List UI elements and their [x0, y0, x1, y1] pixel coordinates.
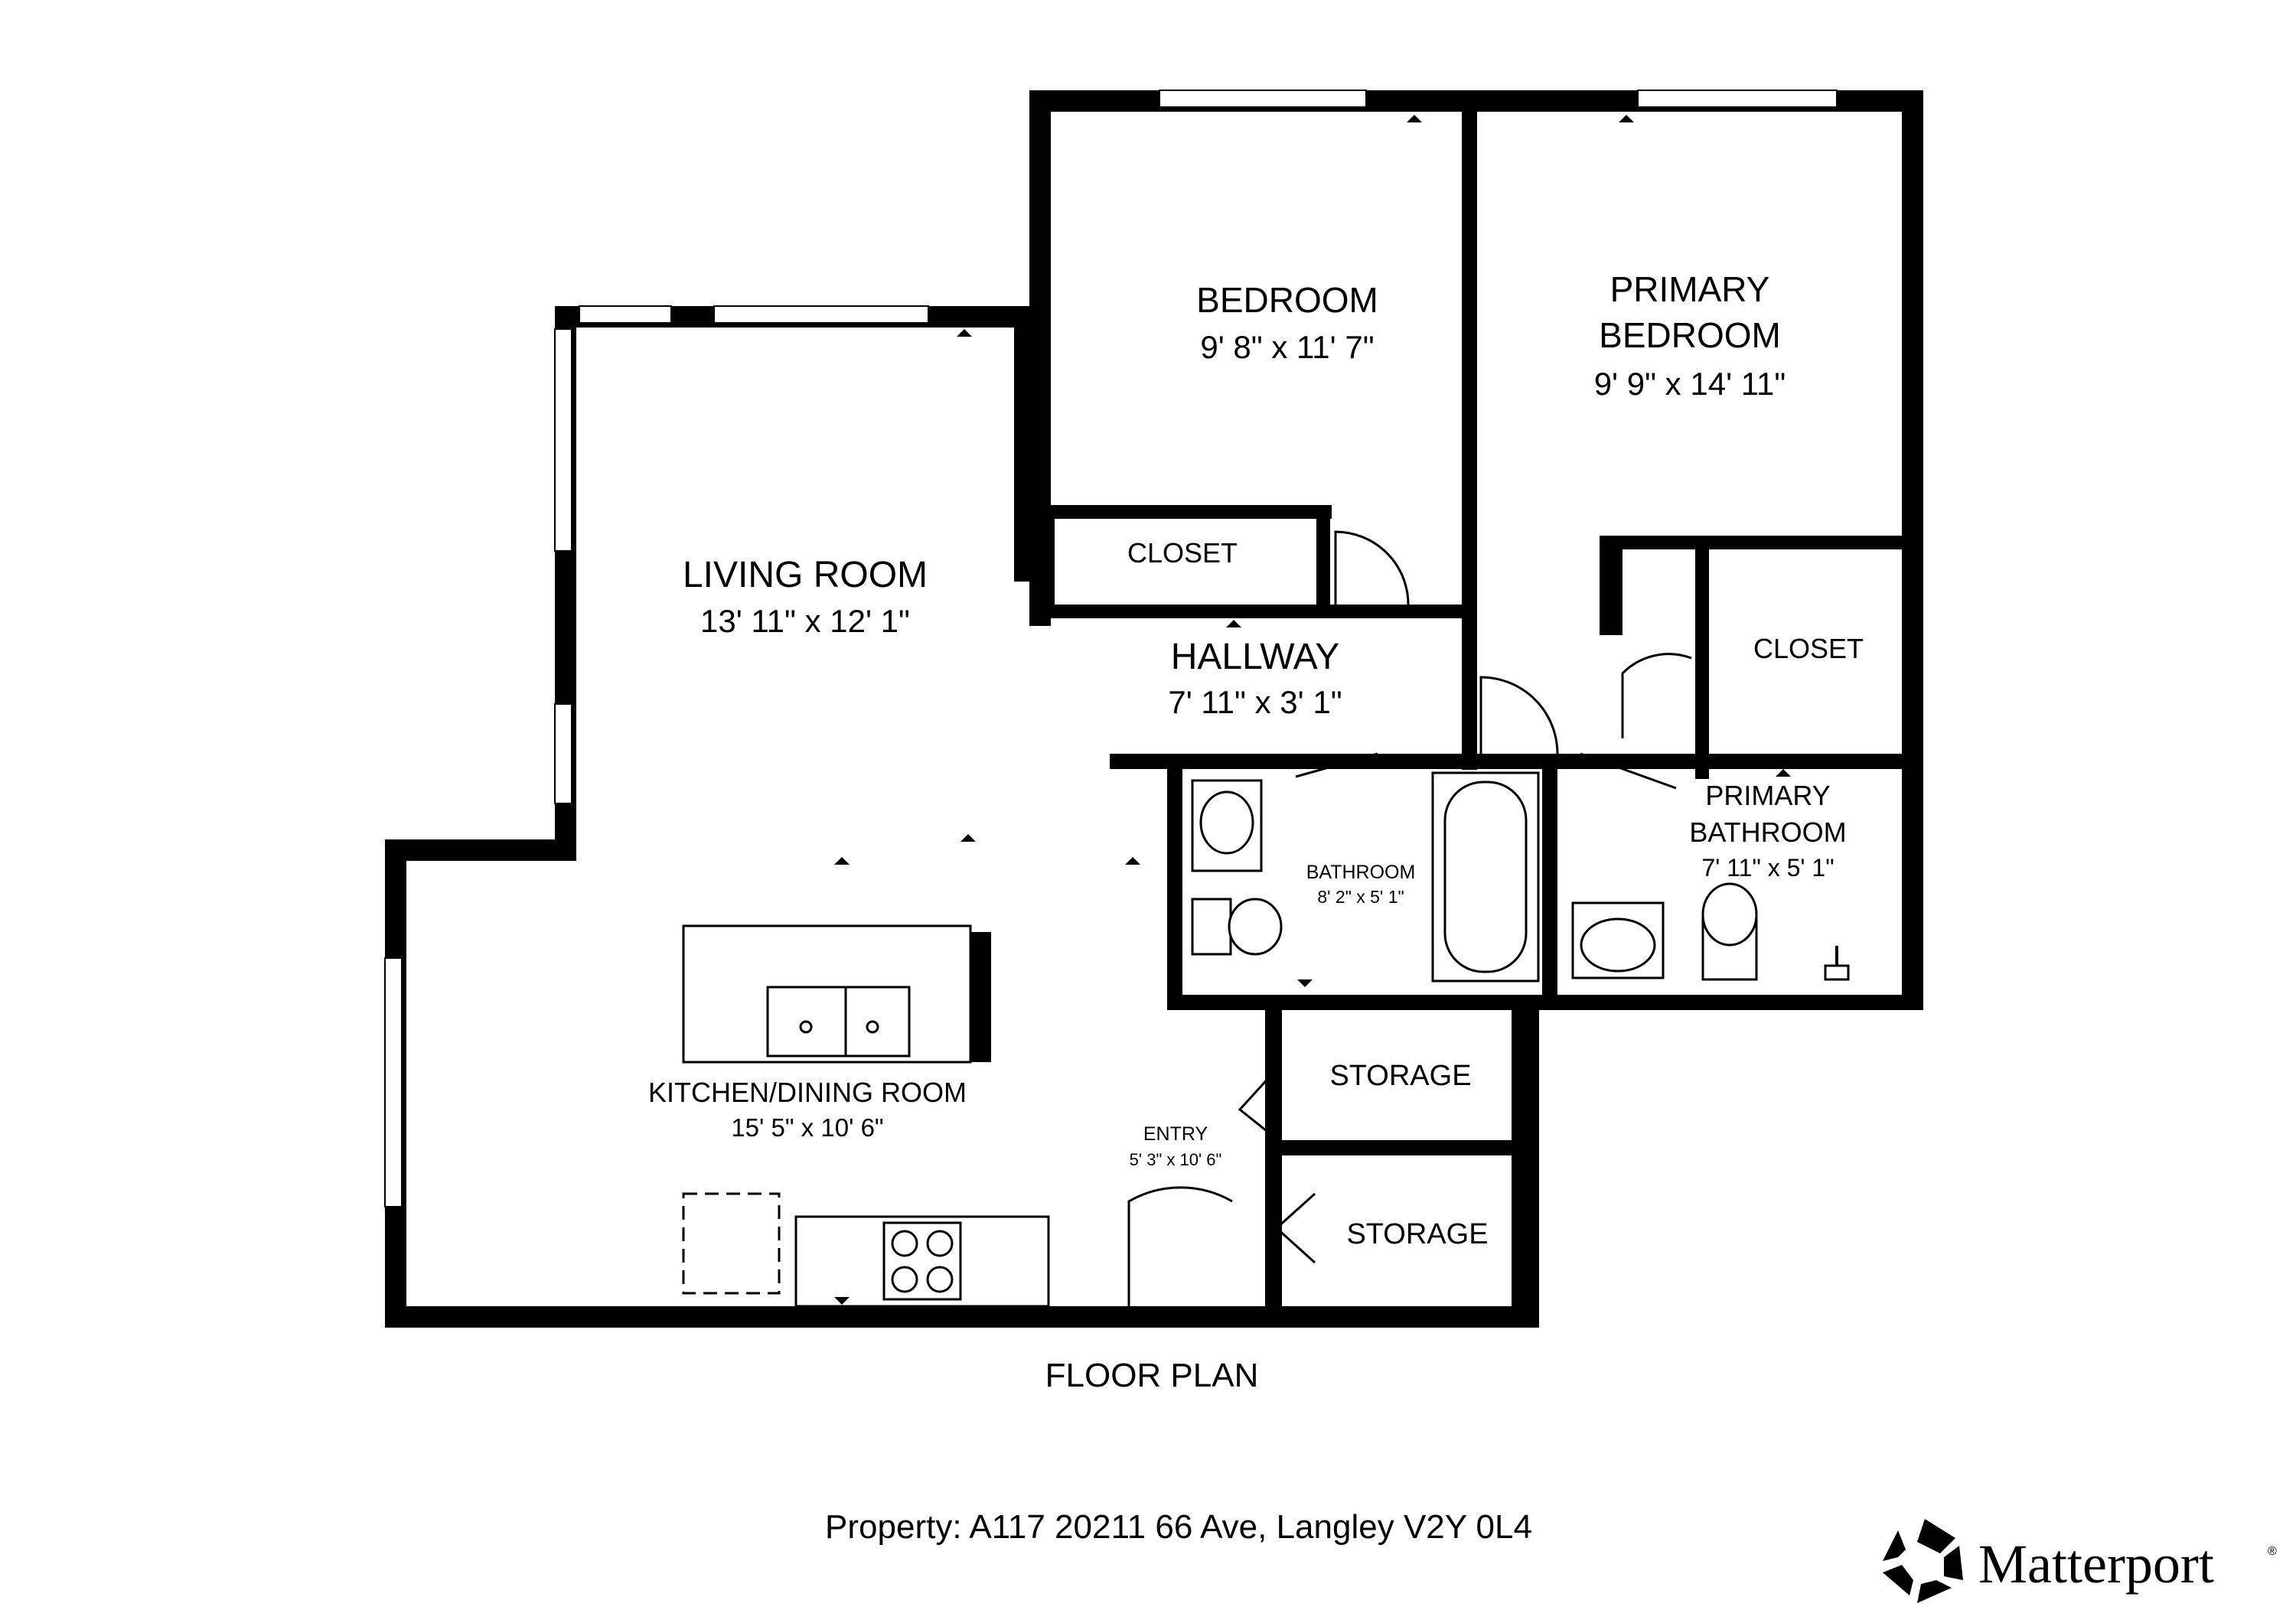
- room-primary-bath-dims: 7' 11" x 5' 1": [1701, 854, 1834, 882]
- room-kitchen-dims: 15' 5" x 10' 6": [731, 1113, 883, 1142]
- room-entry-name: ENTRY: [1143, 1123, 1208, 1145]
- matterport-logo-icon: [1883, 1519, 1963, 1603]
- door-storage-1: [1238, 1066, 1280, 1142]
- room-primary-bedroom-name-2: BEDROOM: [1599, 315, 1781, 355]
- double-sink-icon: [766, 986, 911, 1058]
- door-bathroom: [1295, 752, 1378, 778]
- fixtures: [682, 771, 1850, 1308]
- door-bedroom: [1334, 530, 1410, 605]
- room-primary-bath-name-2: BATHROOM: [1689, 816, 1846, 848]
- matterport-logo: Matterport ®: [1883, 1519, 2277, 1603]
- dimension-markers: [834, 115, 1791, 1305]
- plan-title: FLOOR PLAN: [1045, 1357, 1259, 1394]
- room-primary-bedroom-dims: 9' 9" x 14' 11": [1594, 366, 1786, 402]
- room-storage-lower-name: STORAGE: [1346, 1218, 1488, 1250]
- room-bathroom-dims: 8' 2" x 5' 1": [1317, 887, 1404, 907]
- walls: [385, 90, 1923, 1328]
- room-living-dims: 13' 11" x 12' 1": [700, 603, 910, 639]
- matterport-wordmark: Matterport: [1978, 1533, 2214, 1595]
- room-hallway-dims: 7' 11" x 3' 1": [1168, 684, 1342, 720]
- room-primary-bedroom-name-1: PRIMARY: [1610, 269, 1770, 309]
- room-closet-primary-name: CLOSET: [1753, 633, 1864, 664]
- room-bedroom-dims: 9' 8" x 11' 7": [1200, 329, 1374, 365]
- sink-icon: [1571, 901, 1665, 979]
- room-kitchen-name: KITCHEN/DINING ROOM: [648, 1077, 967, 1108]
- doors: [1127, 530, 1692, 1306]
- room-primary-bath-name-1: PRIMARY: [1705, 780, 1830, 811]
- room-bathroom-name: BATHROOM: [1306, 862, 1416, 883]
- door-primary-bath: [1580, 752, 1677, 790]
- room-storage-upper-name: STORAGE: [1329, 1060, 1471, 1092]
- bathtub-icon: [1431, 771, 1540, 983]
- room-hallway-name: HALLWAY: [1171, 637, 1340, 677]
- property-address: Property: A117 20211 66 Ave, Langley V2Y…: [825, 1508, 1532, 1546]
- room-entry-dims: 5' 3" x 10' 6": [1130, 1150, 1222, 1169]
- door-storage-2: [1274, 1192, 1316, 1264]
- room-bedroom-name: BEDROOM: [1196, 280, 1378, 320]
- windows: [384, 90, 1838, 1207]
- room-living-name: LIVING ROOM: [683, 555, 928, 595]
- door-closet: [1621, 653, 1692, 738]
- shower-icon: [1824, 964, 1850, 981]
- door-entry: [1127, 1186, 1233, 1306]
- fridge-outline: [682, 1192, 781, 1295]
- door-primary: [1479, 676, 1559, 754]
- room-labels: BEDROOM 9' 8" x 11' 7" PRIMARY BEDROOM 9…: [648, 269, 1864, 1250]
- room-closet-bedroom-name: CLOSET: [1127, 537, 1238, 569]
- registered-mark: ®: [2268, 1545, 2277, 1558]
- toilet-icon: [1191, 898, 1232, 956]
